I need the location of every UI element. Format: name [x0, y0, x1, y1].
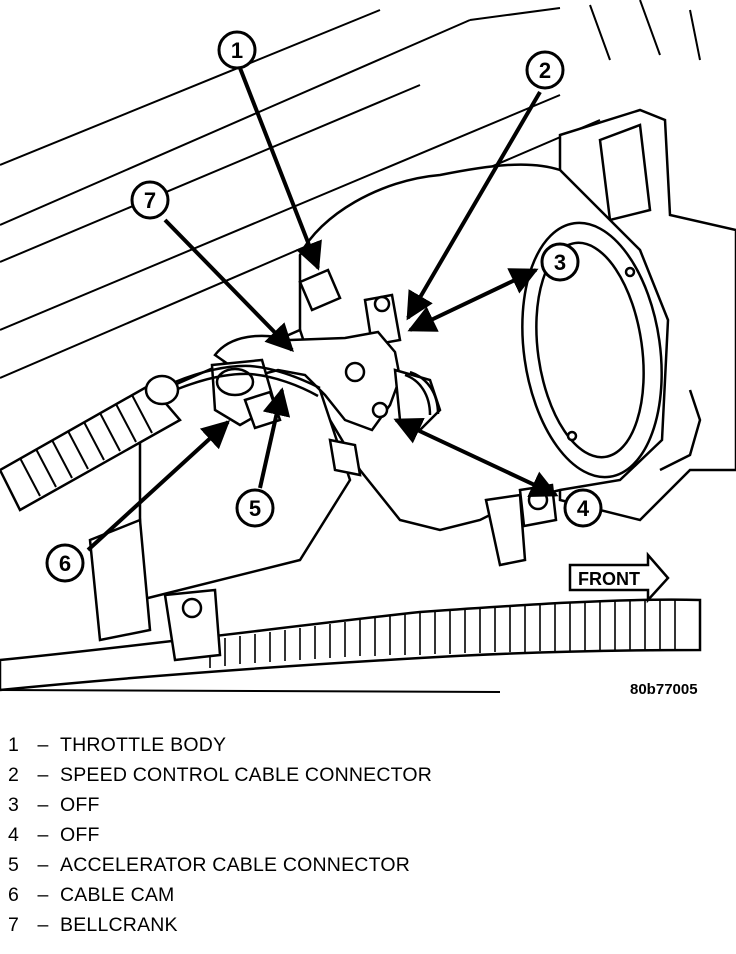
throttle-body-diagram: 1 2 3 4 5 6 7 FRONT 80b77005 [0, 0, 736, 698]
leader-6 [86, 420, 231, 552]
legend-item-2: 2 – SPEED CONTROL CABLE CONNECTOR [8, 764, 728, 794]
legend-text: THROTTLE BODY [60, 734, 227, 756]
lower-bracket [88, 328, 362, 642]
callout-2-label: 2 [539, 58, 551, 83]
legend-number: 7 [8, 914, 20, 936]
legend-number: 1 [8, 734, 20, 756]
legend: 1 – THROTTLE BODY 2 – SPEED CONTROL CABL… [8, 734, 728, 944]
legend-text: ACCELERATOR CABLE CONNECTOR [60, 854, 410, 876]
legend-text: OFF [60, 794, 100, 816]
leader-7 [163, 218, 294, 353]
legend-number: 3 [8, 794, 20, 816]
callout-7: 7 [130, 180, 170, 220]
legend-item-5: 5 – ACCELERATOR CABLE CONNECTOR [8, 854, 728, 884]
callout-4-label: 4 [577, 496, 590, 521]
legend-item-7: 7 – BELLCRANK [8, 914, 728, 944]
legend-number: 2 [8, 764, 20, 786]
legend-number: 6 [8, 884, 20, 906]
callout-6-label: 6 [59, 551, 71, 576]
leader-1 [238, 67, 322, 271]
legend-number: 4 [8, 824, 20, 846]
wiring-harness [0, 588, 702, 693]
callout-4: 4 [563, 488, 603, 528]
legend-item-6: 6 – CABLE CAM [8, 884, 728, 914]
legend-text: CABLE CAM [60, 884, 175, 906]
leader-4 [393, 418, 559, 497]
callout-5-label: 5 [249, 496, 261, 521]
front-arrow: FRONT [568, 551, 670, 604]
legend-item-1: 1 – THROTTLE BODY [8, 734, 728, 764]
leader-lines [86, 67, 559, 552]
legend-dash: – [37, 734, 49, 756]
callout-5: 5 [235, 488, 275, 528]
callouts: 1 2 3 4 5 6 7 [45, 30, 603, 583]
cable-sheath [0, 374, 182, 512]
callout-3: 3 [540, 242, 580, 282]
callout-7-label: 7 [144, 188, 156, 213]
front-arrow-icon [568, 551, 670, 604]
figure-id: 80b77005 [630, 681, 698, 698]
legend-text: BELLCRANK [60, 914, 178, 936]
legend-number: 5 [8, 854, 20, 876]
legend-item-4: 4 – OFF [8, 824, 728, 854]
legend-dash: – [37, 764, 49, 786]
callout-2: 2 [525, 50, 565, 90]
legend-dash: – [37, 854, 49, 876]
legend-dash: – [37, 794, 49, 816]
legend-text: SPEED CONTROL CABLE CONNECTOR [60, 764, 433, 786]
legend-dash: – [37, 914, 49, 936]
legend-dash: – [37, 824, 49, 846]
leader-3 [407, 268, 539, 332]
leader-5 [258, 387, 291, 489]
legend-dash: – [37, 884, 49, 906]
callout-6: 6 [45, 543, 85, 583]
legend-item-3: 3 – OFF [8, 794, 728, 824]
legend-text: OFF [60, 824, 100, 846]
front-label: FRONT [578, 569, 640, 589]
cable [174, 364, 321, 398]
callout-3-label: 3 [554, 250, 566, 275]
callout-1: 1 [217, 30, 257, 70]
callout-1-label: 1 [231, 38, 243, 63]
